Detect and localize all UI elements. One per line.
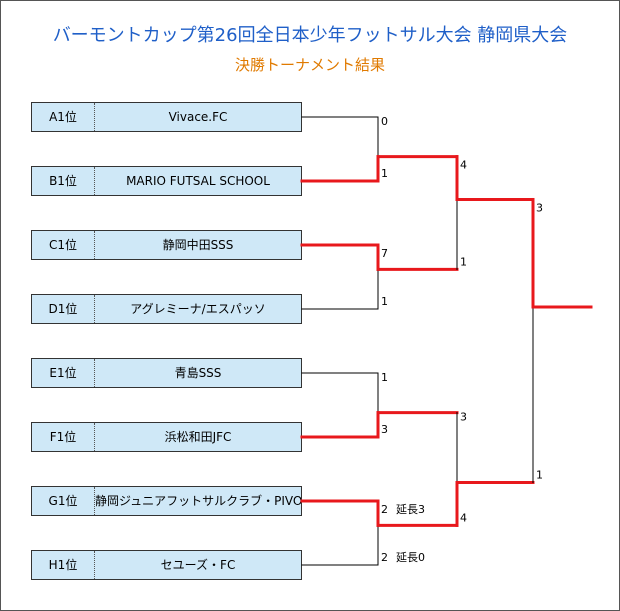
semi1-top-score: 4 xyxy=(460,159,467,172)
team-box-b1: B1位 MARIO FUTSAL SCHOOL xyxy=(31,166,302,196)
r1-match4-bottom-note: 延長0 xyxy=(396,551,425,564)
r1-match4-top-note: 延長3 xyxy=(396,503,425,516)
team-box-d1: D1位 アグレミーナ/エスパッソ xyxy=(31,294,302,324)
r1-match4-bottom-score: 2 xyxy=(381,551,388,564)
team-seed: G1位 xyxy=(32,487,95,515)
team-seed: C1位 xyxy=(32,231,95,259)
team-name: 浜松和田JFC xyxy=(164,430,232,444)
team-seed: B1位 xyxy=(32,167,95,195)
team-seed: E1位 xyxy=(32,359,95,387)
final-bottom-score: 1 xyxy=(536,469,543,482)
team-name: MARIO FUTSAL SCHOOL xyxy=(126,174,270,188)
team-name: Vivace.FC xyxy=(168,110,228,124)
page-title: バーモントカップ第26回全日本少年フットサル大会 静岡県大会 xyxy=(52,25,568,46)
team-seed: H1位 xyxy=(32,551,95,579)
team-seed: F1位 xyxy=(32,423,95,451)
team-box-h1: H1位 セユーズ・FC xyxy=(31,550,302,580)
page-subtitle: 決勝トーナメント結果 xyxy=(234,56,385,74)
team-box-a1: A1位 Vivace.FC xyxy=(31,102,302,132)
r1-match2-top-score: 7 xyxy=(381,247,388,260)
team-seed: A1位 xyxy=(32,103,95,131)
semi1-bottom-score: 1 xyxy=(460,255,467,268)
r1-match1-bottom-score: 1 xyxy=(381,167,388,180)
final-top-score: 3 xyxy=(536,201,543,214)
team-name: 静岡ジュニアフットサルクラブ・PIVO xyxy=(95,494,301,508)
r1-match2-bottom-score: 1 xyxy=(381,295,388,308)
r1-match1-top-score: 0 xyxy=(381,115,388,128)
r1-match4-top-score: 2 xyxy=(381,503,388,516)
team-name: アグレミーナ/エスパッソ xyxy=(130,302,266,316)
semi2-top-score: 3 xyxy=(460,411,467,424)
semi2-bottom-score: 4 xyxy=(460,511,467,524)
team-name: 静岡中田SSS xyxy=(162,238,234,252)
team-box-g1: G1位 静岡ジュニアフットサルクラブ・PIVO xyxy=(31,486,302,516)
r1-match3-bottom-score: 3 xyxy=(381,423,388,436)
team-seed: D1位 xyxy=(32,295,95,323)
team-name: セユーズ・FC xyxy=(160,558,236,572)
team-name: 青島SSS xyxy=(174,366,222,380)
r1-match3-top-score: 1 xyxy=(381,371,388,384)
